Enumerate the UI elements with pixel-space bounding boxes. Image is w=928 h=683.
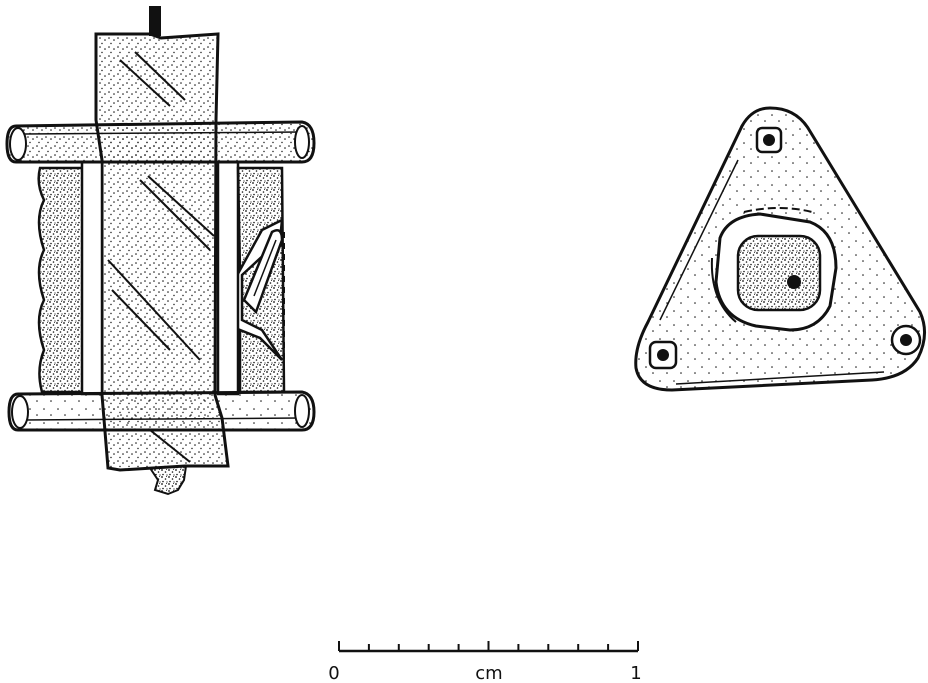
center-hole — [787, 275, 801, 289]
right-diagonal-inner — [253, 239, 277, 297]
plate-edge-left — [659, 159, 739, 321]
bottom-crossbar-end-right — [294, 394, 310, 428]
top-crossbar — [5, 120, 316, 164]
scale-start-label: 0 — [328, 663, 339, 683]
top-pin — [149, 6, 161, 36]
bottom-crossbar — [7, 390, 316, 432]
bottom-crossbar-highlight — [23, 417, 301, 421]
right-upright — [216, 160, 240, 396]
left-upright — [80, 160, 104, 396]
left-twisted-rod — [37, 166, 86, 394]
scale-bar-ticks — [338, 641, 639, 651]
rivet-right — [890, 324, 922, 356]
spindle-side-view — [5, 6, 316, 496]
bottom-tip — [148, 464, 188, 496]
triangular-plate-top-view — [634, 106, 926, 392]
rivet-bottom-left — [648, 340, 678, 370]
top-crossbar-highlight — [23, 131, 301, 135]
plate-edge-bottom — [675, 371, 885, 385]
top-crossbar-end-right — [294, 125, 310, 159]
scale-bar: 0 cm 1 — [328, 641, 642, 683]
column-grooves — [107, 51, 215, 463]
scale-unit-label: cm — [475, 663, 502, 683]
central-boss — [710, 207, 838, 332]
top-crossbar-end-left — [9, 127, 27, 161]
bottom-crossbar-end-left — [11, 395, 29, 429]
scale-end-label: 1 — [630, 663, 641, 683]
rivet-top — [755, 126, 783, 154]
